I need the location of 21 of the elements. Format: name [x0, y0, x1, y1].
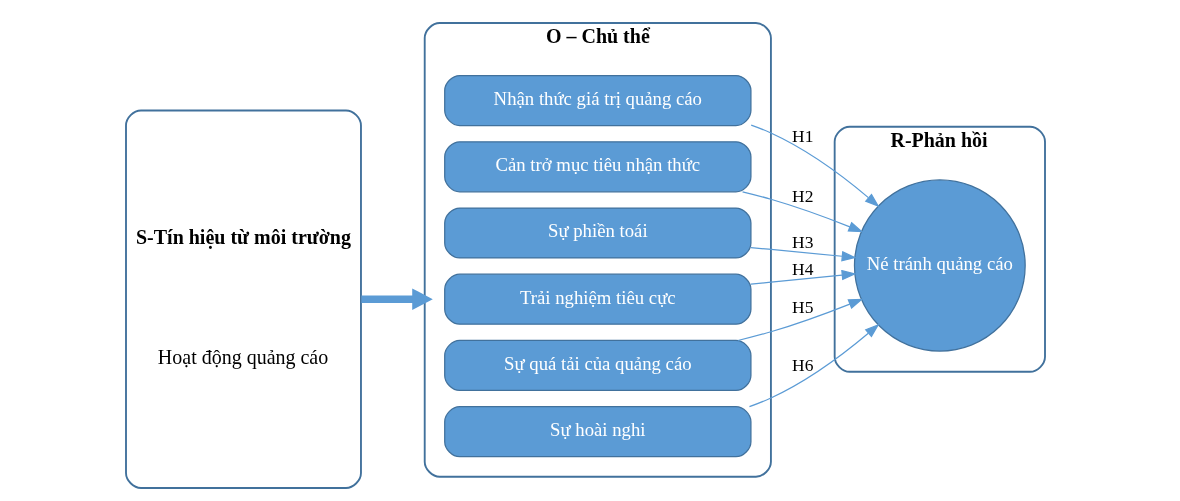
edge-label: H3 [791, 232, 813, 253]
edge-label: H6 [791, 354, 813, 375]
edge-label: H5 [791, 297, 813, 318]
node-box: Sự phiền toái [443, 207, 752, 259]
arrow [748, 323, 879, 408]
node-box: Cản trở mục tiêu nhận thức [443, 141, 752, 193]
arrow [749, 269, 857, 285]
arrow [741, 191, 863, 233]
node-box: Sự quá tải của quảng cáo [443, 339, 752, 392]
edge-label: H2 [791, 186, 813, 207]
node-box: Nhận thức giá trị quảng cáo [443, 74, 752, 127]
edge-label: H4 [791, 258, 813, 279]
arrow [749, 246, 857, 262]
edge-label: H1 [791, 126, 813, 147]
arrow [750, 124, 880, 208]
node-box: S-Tín hiệu từ môi trường Hoạt động quảng cáo [124, 109, 362, 489]
node-circle: Né tránh quảng cáo [853, 179, 1026, 352]
arrow [736, 298, 863, 342]
node-box: Sự hoài nghi [443, 406, 752, 458]
node-box: Trải nghiệm tiêu cực [443, 273, 752, 325]
arrow [360, 288, 433, 311]
